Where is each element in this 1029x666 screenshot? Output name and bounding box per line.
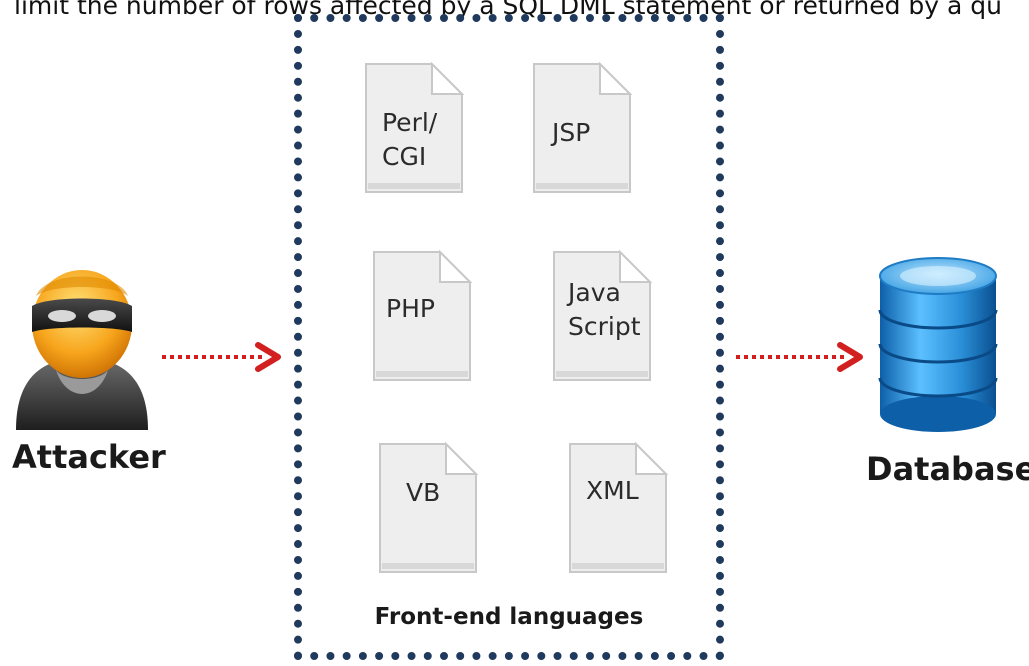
- database-cylinder-icon: [878, 257, 998, 432]
- file-label: Perl/ CGI: [382, 108, 438, 171]
- masked-person-icon: [16, 270, 148, 430]
- file-perl-cgi: Perl/ CGI: [362, 60, 468, 196]
- arrow-attacker-to-frontend: [162, 342, 281, 372]
- document-icon: [569, 441, 669, 573]
- file-javascript: Java Script: [550, 248, 656, 384]
- document-icon: [553, 249, 653, 381]
- document-icon: [379, 441, 479, 573]
- file-xml: XML: [566, 440, 672, 576]
- file-label: Java Script: [568, 278, 641, 341]
- top-caption-text: limit the number of rows affected by a S…: [14, 0, 1002, 20]
- file-vb: VB: [376, 440, 482, 576]
- arrow-frontend-to-database: [736, 342, 863, 372]
- file-label: VB: [406, 478, 441, 507]
- file-label: XML: [586, 476, 639, 505]
- file-label: JSP: [552, 118, 591, 147]
- frontend-caption: Front-end languages: [374, 604, 644, 630]
- file-jsp: JSP: [530, 60, 636, 196]
- attacker-label: Attacker: [12, 438, 166, 476]
- file-php: PHP: [370, 248, 476, 384]
- file-label: PHP: [386, 294, 435, 323]
- document-icon: [373, 249, 473, 381]
- document-icon: [365, 61, 465, 193]
- frontend-languages-frame: [294, 14, 724, 660]
- database-label: Database: [866, 450, 1029, 488]
- document-icon: [533, 61, 633, 193]
